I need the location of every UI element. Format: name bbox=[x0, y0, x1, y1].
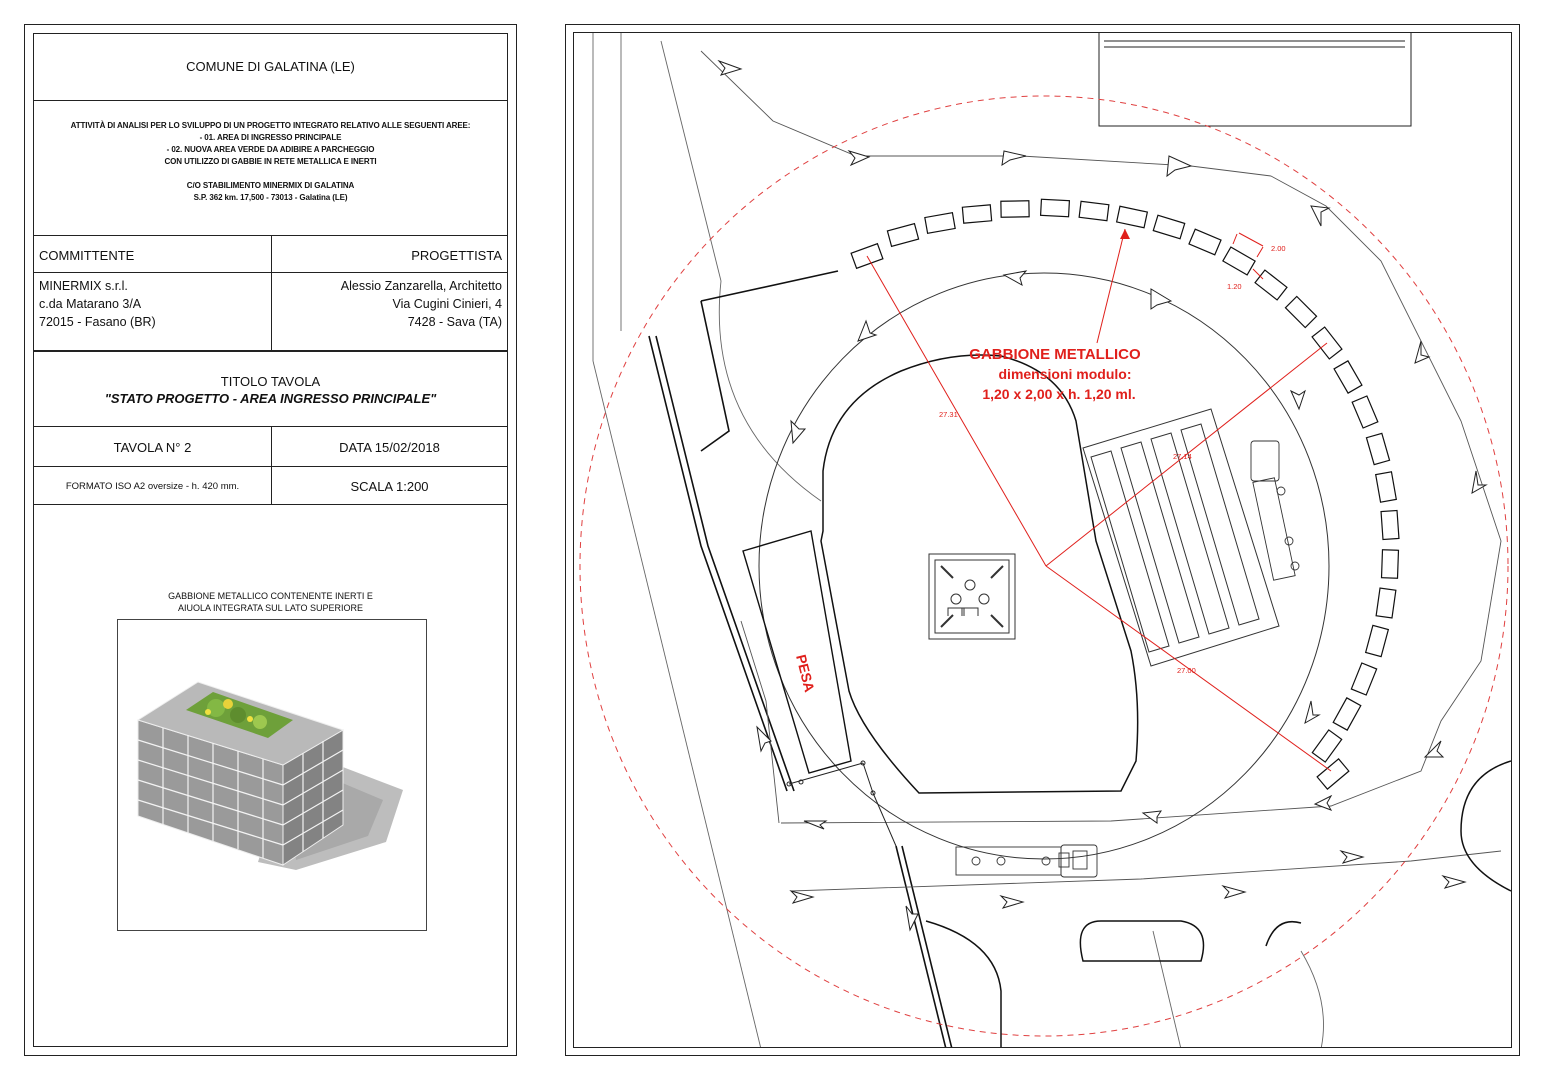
description-line: ATTIVITÀ DI ANALISI PER LO SVILUPPO DI U… bbox=[70, 121, 471, 130]
dimension-labels: 27.31 27.14 27.00 2.00 1.20 bbox=[939, 244, 1286, 675]
plan-sheet: PESA bbox=[565, 24, 1520, 1056]
parties-header-row: COMMITTENTE PROGETTISTA bbox=[34, 236, 507, 273]
committente-address: MINERMIX s.r.l. c.da Matarano 3/A 72015 … bbox=[34, 273, 272, 350]
truck-horizontal bbox=[955, 844, 1098, 878]
description-row: ATTIVITÀ DI ANALISI PER LO SVILUPPO DI U… bbox=[34, 101, 507, 236]
scala: SCALA 1:200 bbox=[350, 479, 429, 494]
image-caption: GABBIONE METALLICO CONTENENTE INERTI E A… bbox=[34, 590, 507, 614]
gabion-modules bbox=[850, 198, 1400, 790]
leader-arrowhead bbox=[1120, 229, 1130, 239]
formato-row: FORMATO ISO A2 oversize - h. 420 mm. SCA… bbox=[34, 467, 507, 505]
module-width-label: 2.00 bbox=[1271, 244, 1286, 253]
committente-line: c.da Matarano 3/A bbox=[39, 297, 142, 311]
gabbione-subtitle: dimensioni modulo: bbox=[999, 366, 1132, 382]
titolo-value: "STATO PROGETTO - AREA INGRESSO PRINCIPA… bbox=[104, 391, 437, 406]
committente-line: MINERMIX s.r.l. bbox=[39, 279, 128, 293]
description-line: - 02. NUOVA AREA VERDE DA ADIBIRE A PARC… bbox=[166, 145, 375, 154]
traffic-loop-outer bbox=[700, 50, 1502, 892]
progettista-line: Via Cugini Cinieri, 4 bbox=[392, 297, 502, 311]
radius-label: 27.00 bbox=[1177, 666, 1196, 675]
tavola-number: TAVOLA N° 2 bbox=[113, 440, 192, 455]
progettista-label: PROGETTISTA bbox=[411, 248, 502, 263]
comune-title: COMUNE DI GALATINA (LE) bbox=[186, 59, 355, 74]
bottom-curbs bbox=[925, 760, 1511, 1047]
building-outline bbox=[1098, 33, 1412, 127]
module-depth-label: 1.20 bbox=[1227, 282, 1242, 291]
description-line: - 01. AREA DI INGRESSO PRINCIPALE bbox=[199, 133, 342, 142]
comune-row: COMUNE DI GALATINA (LE) bbox=[34, 34, 507, 101]
connector-lines bbox=[788, 762, 897, 847]
caption-line: AIUOLA INTEGRATA SUL LATO SUPERIORE bbox=[177, 603, 364, 613]
progettista-address: Alessio Zanzarella, Architetto Via Cugin… bbox=[272, 273, 507, 350]
inner-circle-road bbox=[758, 272, 1330, 860]
committente-label: COMMITTENTE bbox=[39, 248, 135, 263]
titolo-row: TITOLO TAVOLA "STATO PROGETTO - AREA ING… bbox=[34, 351, 507, 427]
assembly-point-icon bbox=[928, 553, 1016, 640]
parties-row: MINERMIX s.r.l. c.da Matarano 3/A 72015 … bbox=[34, 273, 507, 351]
title-block-frame: COMUNE DI GALATINA (LE) ATTIVITÀ DI ANAL… bbox=[33, 33, 508, 1047]
site-line: C/O STABILIMENTO MINERMIX DI GALATINA bbox=[186, 181, 355, 190]
tavola-row: TAVOLA N° 2 DATA 15/02/2018 bbox=[34, 427, 507, 467]
titolo-label: TITOLO TAVOLA bbox=[220, 374, 321, 389]
formato: FORMATO ISO A2 oversize - h. 420 mm. bbox=[65, 481, 240, 492]
caption-line: GABBIONE METALLICO CONTENENTE INERTI E bbox=[168, 591, 373, 601]
progettista-line: 7428 - Sava (TA) bbox=[407, 315, 502, 329]
title-block: COMUNE DI GALATINA (LE) ATTIVITÀ DI ANAL… bbox=[24, 24, 517, 1056]
description-line: CON UTILIZZO DI GABBIE IN RETE METALLICA… bbox=[164, 157, 377, 166]
gabbione-dimensions: 1,20 x 2,00 x h. 1,20 ml. bbox=[982, 386, 1135, 402]
tavola-date: DATA 15/02/2018 bbox=[339, 440, 440, 455]
gabion-render bbox=[136, 681, 403, 870]
gabbione-title: GABBIONE METALLICO bbox=[969, 346, 1141, 363]
truck-vertical bbox=[1250, 440, 1300, 581]
pesa-label: PESA bbox=[793, 653, 818, 694]
radius-annotation-lines bbox=[866, 228, 1332, 772]
radius-label: 27.14 bbox=[1173, 452, 1192, 461]
site-plan: PESA bbox=[579, 33, 1511, 1047]
traffic-arrows bbox=[717, 59, 1488, 932]
progettista-line: Alessio Zanzarella, Architetto bbox=[340, 279, 502, 293]
gabion-render-frame bbox=[117, 619, 427, 931]
committente-line: 72015 - Fasano (BR) bbox=[39, 315, 156, 329]
radius-label: 27.31 bbox=[939, 410, 958, 419]
radius-dashed-circle bbox=[579, 95, 1509, 1037]
road-divider bbox=[648, 270, 953, 1047]
plan-frame: PESA bbox=[573, 32, 1512, 1048]
gabbione-callout: GABBIONE METALLICO dimensioni modulo: 1,… bbox=[969, 346, 1141, 402]
parking-stalls bbox=[1082, 408, 1280, 667]
road-edges bbox=[592, 33, 1181, 1047]
central-island bbox=[820, 354, 1139, 794]
site-line: S.P. 362 km. 17,500 - 73013 - Galatina (… bbox=[193, 193, 348, 202]
